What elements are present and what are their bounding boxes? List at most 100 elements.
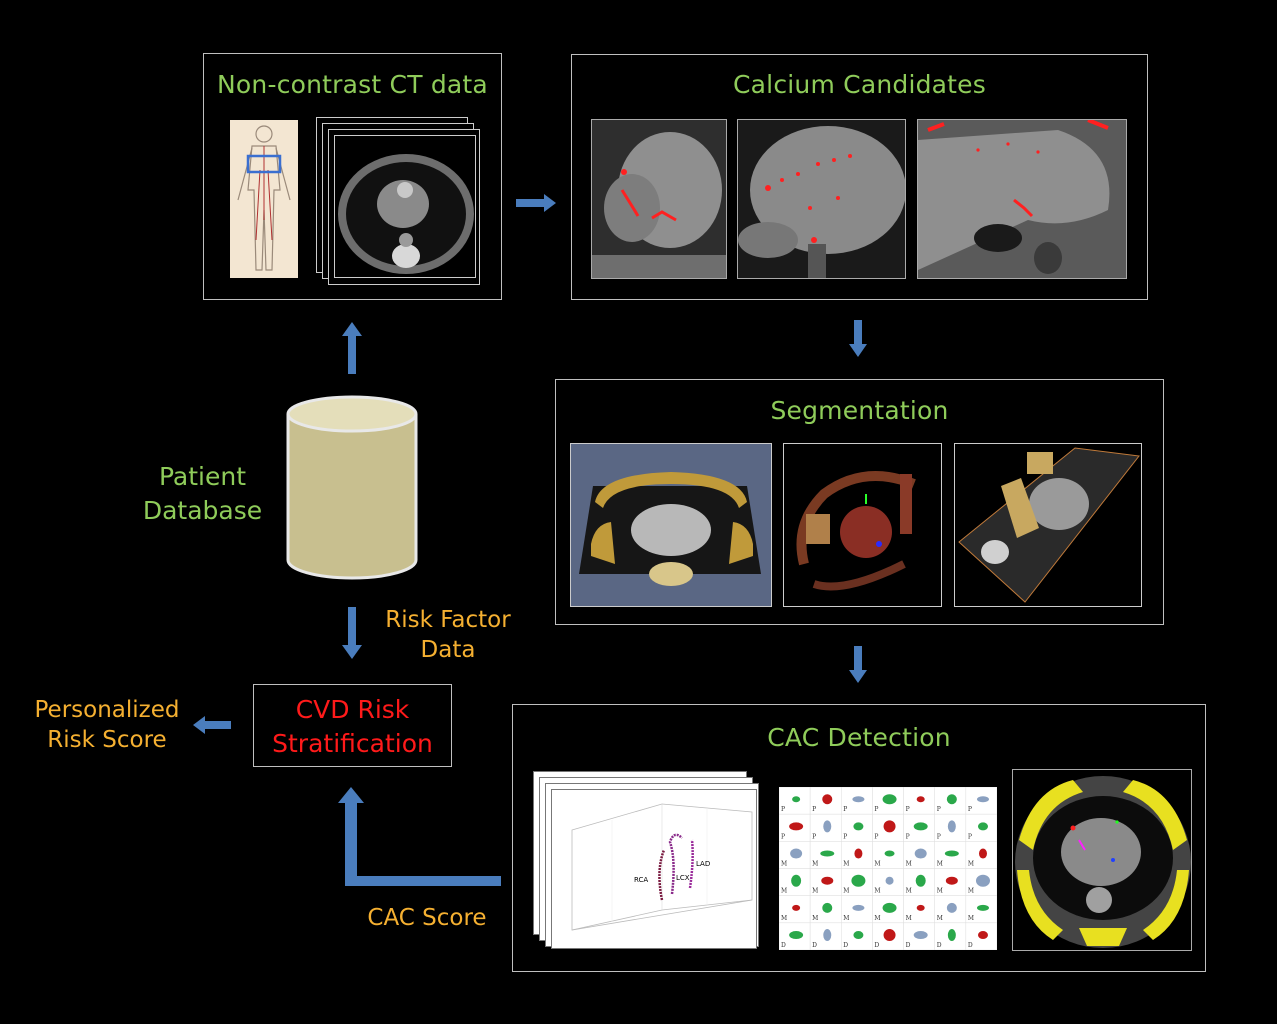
segmentation-ribcage-image	[570, 443, 772, 607]
grid-blob	[978, 848, 987, 859]
grid-blob	[914, 848, 927, 859]
grid-row-letter: P	[812, 806, 816, 813]
grid-blob	[947, 820, 956, 833]
grid-row-letter: P	[906, 806, 910, 813]
lcx-label: LCX	[676, 874, 690, 882]
grid-row-letter: M	[906, 888, 912, 895]
cvd-risk-box: CVD Risk Stratification	[253, 684, 452, 767]
grid-row-letter: M	[937, 888, 943, 895]
grid-blob	[823, 820, 832, 833]
database-label-line1: Patient	[158, 462, 247, 491]
grid-blob	[944, 850, 959, 857]
database-label-line2: Database	[142, 496, 263, 525]
cac-score-label: CAC Score	[367, 905, 487, 931]
grid-row-letter: P	[874, 806, 878, 813]
grid-row-letter: P	[874, 833, 878, 840]
grid-blob	[976, 796, 989, 803]
grid-cell	[841, 813, 873, 842]
cac-detection-title: CAC Detection	[767, 723, 951, 752]
grid-row-letter: M	[906, 915, 912, 922]
database-label: Patient Database	[120, 460, 285, 528]
calcium-sagittal-image	[917, 119, 1127, 279]
arrow-left-icon	[193, 716, 231, 734]
grid-row-letter: P	[843, 833, 847, 840]
segmentation-aorta-image	[954, 443, 1142, 607]
grid-blob	[792, 904, 801, 911]
grid-blob	[852, 904, 865, 911]
grid-blob	[851, 874, 866, 887]
grid-blob	[882, 902, 897, 913]
grid-row-letter: M	[781, 888, 787, 895]
grid-blob	[789, 822, 804, 831]
grid-blob	[915, 874, 926, 887]
segmentation-panel: Segmentation	[555, 379, 1164, 625]
database-cylinder-icon	[286, 395, 418, 580]
grid-row-letter: P	[812, 833, 816, 840]
grid-row-letter: P	[968, 806, 972, 813]
grid-blob	[883, 820, 896, 833]
grid-row-letter: M	[937, 861, 943, 868]
grid-row-letter: M	[812, 888, 818, 895]
grid-blob	[976, 904, 989, 911]
grid-blob	[885, 876, 894, 885]
ct-slice-image	[334, 135, 476, 278]
grid-blob	[821, 876, 834, 885]
grid-row-letter: M	[781, 861, 787, 868]
grid-row-letter: M	[874, 888, 880, 895]
risk-factor-line1: Risk Factor	[385, 607, 511, 633]
grid-blob	[853, 931, 864, 940]
grid-row-letter: D	[812, 942, 817, 949]
grid-row-letter: M	[968, 861, 974, 868]
grid-row-letter: M	[874, 915, 880, 922]
grid-blob	[946, 794, 957, 805]
grid-blob	[977, 822, 988, 831]
arrow-down-icon-2	[849, 646, 867, 683]
grid-blob	[945, 876, 958, 885]
grid-blob	[883, 929, 896, 942]
grid-blob	[792, 796, 801, 803]
risk-factor-line2: Data	[420, 637, 476, 663]
grid-row-letter: P	[937, 833, 941, 840]
segmentation-heart-3d-image	[783, 443, 942, 607]
grid-blob	[916, 904, 925, 911]
grid-row-letter: M	[937, 915, 943, 922]
arrow-down-icon-3	[342, 607, 362, 659]
arrow-right-icon	[516, 194, 556, 212]
grid-row-letter: M	[968, 888, 974, 895]
grid-row-letter: D	[968, 942, 973, 949]
rca-label: RCA	[634, 876, 648, 884]
grid-blob	[854, 848, 863, 859]
grid-row-letter: P	[781, 833, 785, 840]
calcium-coronal-image	[737, 119, 906, 279]
grid-row-letter: M	[843, 861, 849, 868]
calcium-candidates-title: Calcium Candidates	[733, 70, 986, 99]
cac-ct-overlay-image	[1012, 769, 1192, 951]
ct-data-panel: Non-contrast CT data	[203, 53, 502, 300]
grid-row-letter: P	[906, 833, 910, 840]
grid-blob	[913, 822, 928, 831]
grid-row-letter: D	[781, 942, 786, 949]
grid-blob	[946, 902, 957, 913]
grid-row-letter: M	[781, 915, 787, 922]
grid-blob	[913, 931, 928, 940]
grid-blob	[884, 850, 895, 857]
cvd-label-line1: CVD Risk	[295, 695, 410, 724]
grid-blob	[852, 796, 865, 803]
personalized-line1: Personalized	[34, 697, 180, 723]
risk-factor-label: Risk Factor Data	[378, 605, 518, 665]
grid-row-letter: P	[968, 833, 972, 840]
grid-row-letter: M	[812, 915, 818, 922]
grid-blob	[975, 874, 990, 887]
grid-blob	[882, 794, 897, 805]
cvd-risk-label: CVD Risk Stratification	[254, 693, 451, 761]
grid-row-letter: P	[937, 806, 941, 813]
calcium-candidates-panel: Calcium Candidates	[571, 54, 1148, 300]
lad-label: LAD	[696, 860, 710, 868]
coronary-3d-plot: RCA LCX LAD	[551, 789, 757, 949]
cvd-label-line2: Stratification	[272, 729, 433, 758]
grid-row-letter: P	[843, 806, 847, 813]
arrow-l-shaped-icon	[338, 787, 501, 886]
body-anatomy-image	[230, 120, 298, 278]
